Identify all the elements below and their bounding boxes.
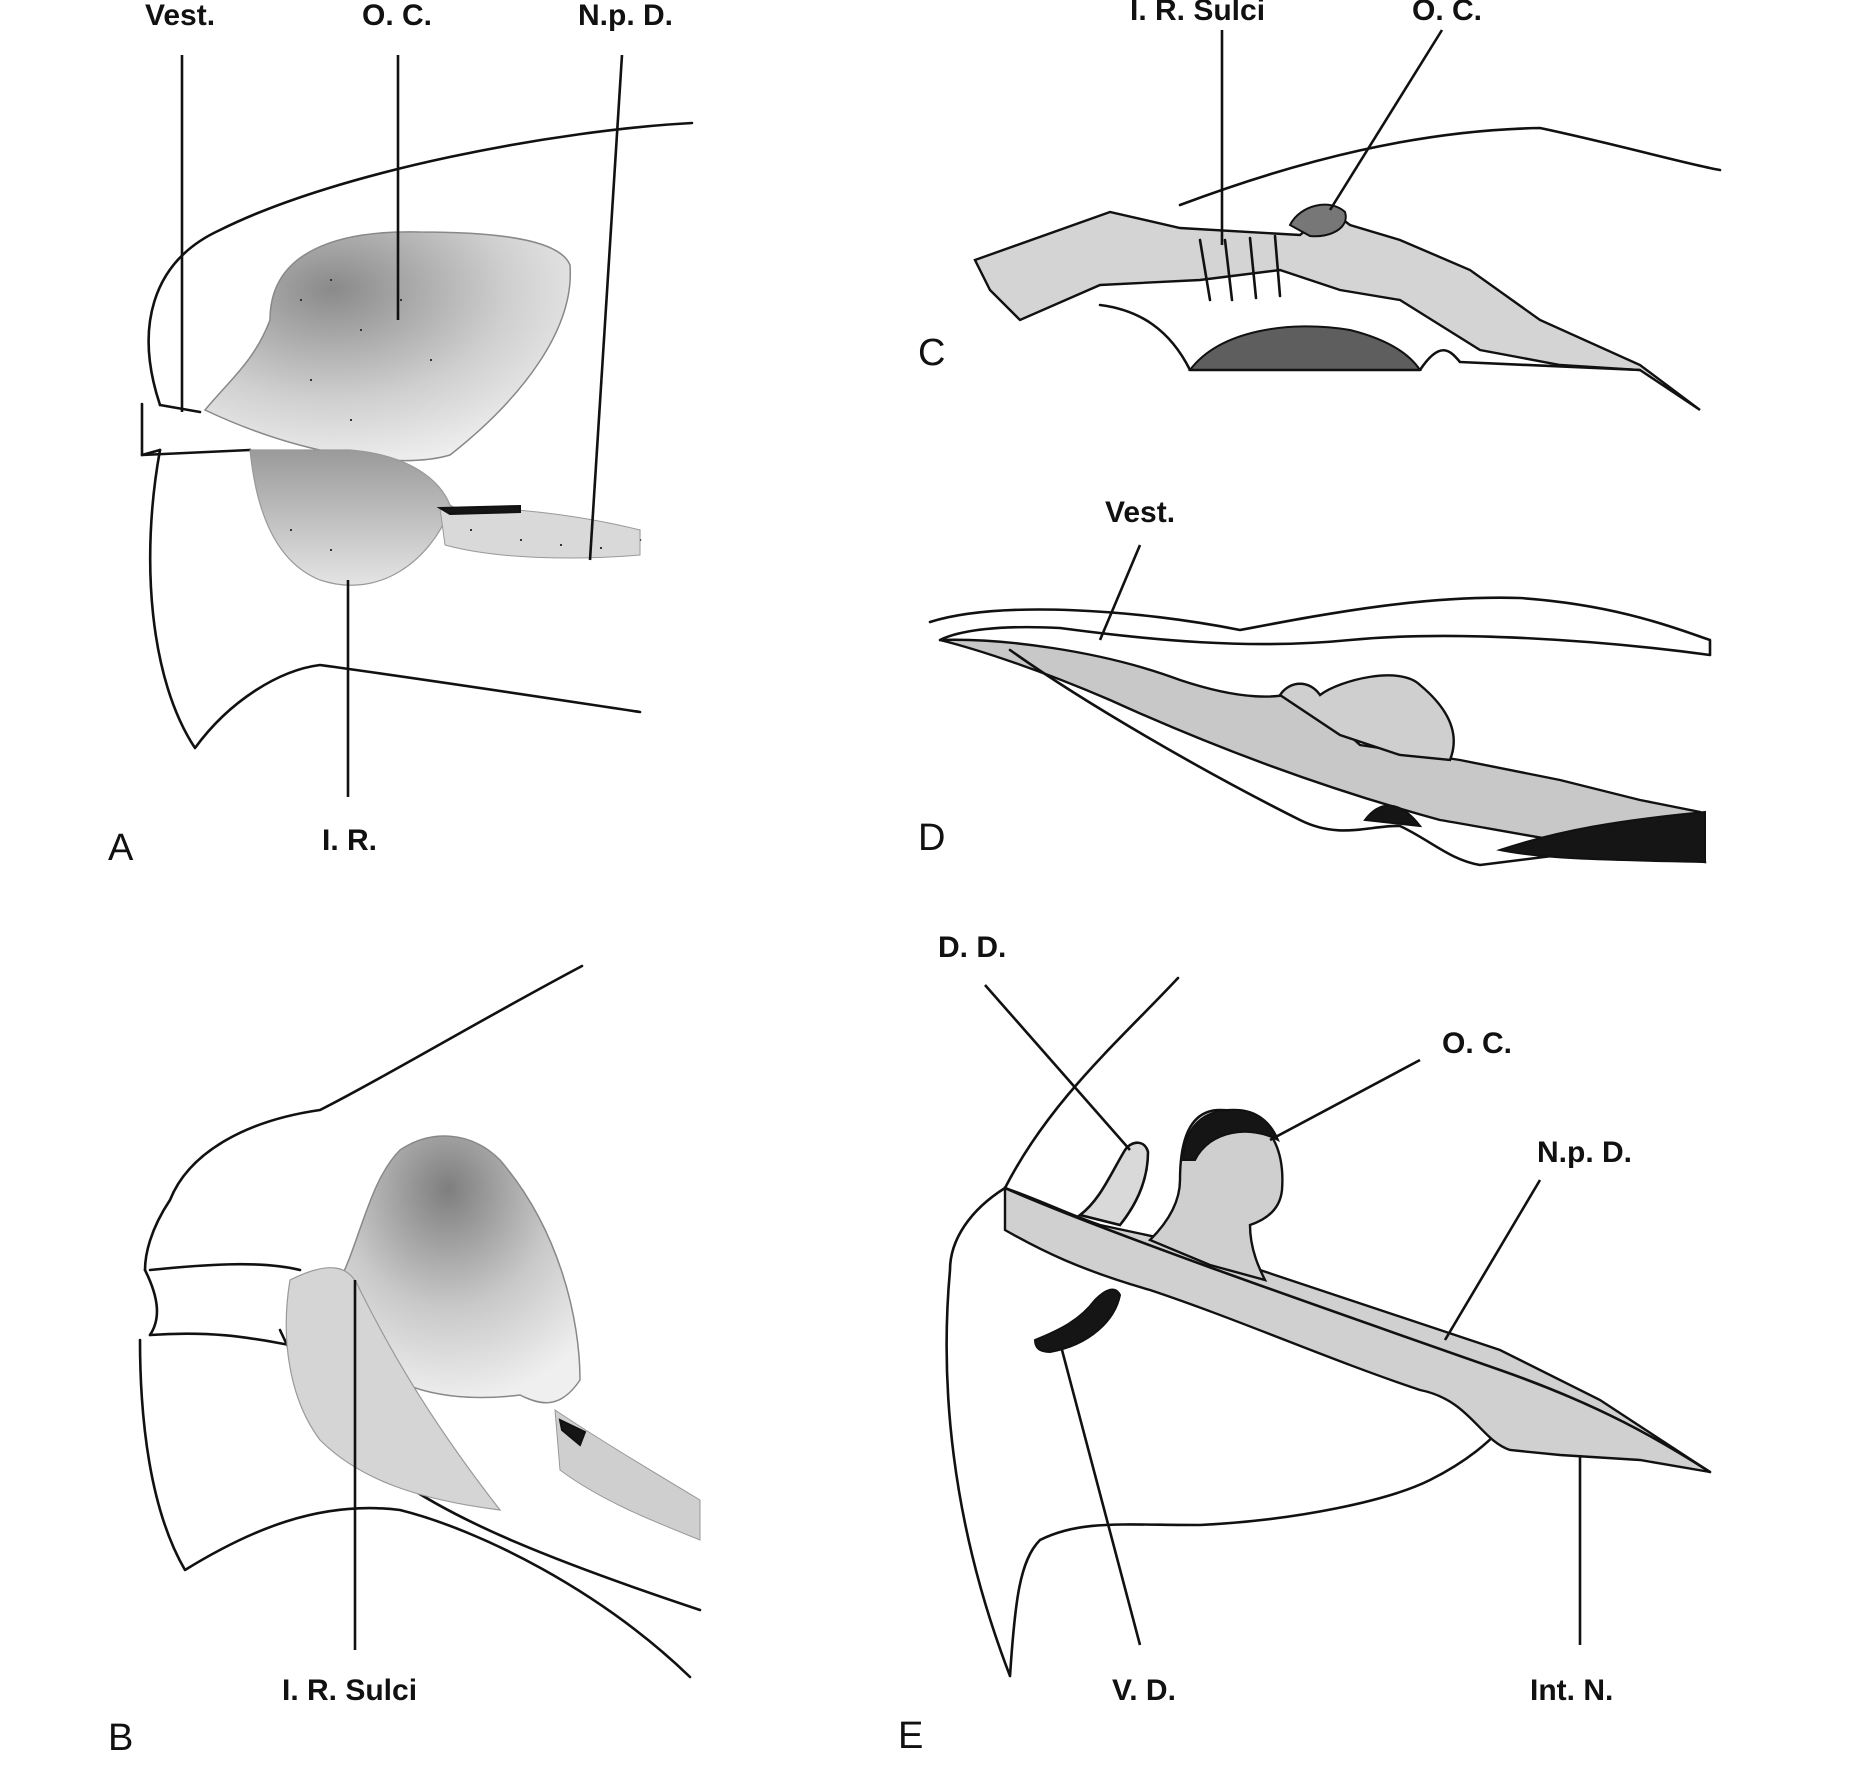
panel-c-label-ir-sulci: I. R. Sulci xyxy=(1130,0,1265,27)
panel-b-inner-ring xyxy=(285,1267,502,1511)
panel-e-label-intn: Int. N. xyxy=(1530,1674,1613,1707)
panel-b: I. R. Sulci B xyxy=(108,964,702,1759)
panel-a-otic-capsule xyxy=(203,231,571,462)
panel-a-letter: A xyxy=(108,827,134,869)
panel-c-lower-outline xyxy=(1098,303,1642,372)
panel-d-lower-outline xyxy=(1008,648,1602,867)
panel-b-outer-outline xyxy=(143,964,584,1272)
panel-a-outer-outline xyxy=(147,121,694,407)
panel-c-letter: C xyxy=(918,332,945,374)
panel-e-leader-npd xyxy=(1443,1179,1542,1341)
panel-a-label-npd: N.p. D. xyxy=(578,0,673,32)
panel-d-label-vest: Vest. xyxy=(1105,496,1175,529)
panel-a-leader-npd xyxy=(588,54,624,561)
panel-a-jaw-outline xyxy=(148,448,642,750)
panel-b-jaw xyxy=(138,1338,692,1679)
panel-d-letter: D xyxy=(918,817,945,859)
panel-b-dark-mark xyxy=(558,1418,587,1447)
panel-e-label-dd: D. D. xyxy=(938,931,1006,964)
panel-c-upper-outline xyxy=(1178,126,1722,207)
panel-d-dark-mark-right xyxy=(1496,810,1706,864)
panel-c-label-oc: O. C. xyxy=(1412,0,1482,27)
panel-c-sulci xyxy=(1198,234,1282,302)
panel-d: Vest. D xyxy=(918,496,1712,867)
panel-a-label-oc: O. C. xyxy=(362,0,432,32)
panel-e-leader-vd xyxy=(1060,1349,1142,1646)
panel-b-label-ir-sulci: I. R. Sulci xyxy=(282,1674,417,1707)
panel-c-body xyxy=(973,208,1701,411)
panel-a-left-stem xyxy=(140,403,202,457)
panel-e-jaw-outline xyxy=(945,1186,1502,1678)
panel-c-leader-oc xyxy=(1328,29,1444,211)
panel-a-dark-mark xyxy=(436,504,521,516)
panel-a-duct xyxy=(439,506,641,559)
panel-a: Vest. O. C. N.p. D. I. R. A xyxy=(108,0,694,869)
panel-e-label-npd: N.p. D. xyxy=(1537,1136,1632,1169)
panel-e-label-oc: O. C. xyxy=(1442,1027,1512,1060)
panel-a-label-ir: I. R. xyxy=(322,824,377,857)
panel-d-leader-vest xyxy=(1098,544,1142,641)
panel-e-leader-oc xyxy=(1269,1058,1421,1142)
panel-a-stipple xyxy=(290,279,602,551)
panel-c-dark-lens xyxy=(1187,325,1422,371)
panel-e-oc-dark-cap xyxy=(1181,1108,1280,1161)
panel-e-leader-dd xyxy=(984,984,1131,1151)
panel-b-duct xyxy=(554,1409,701,1541)
panel-b-neck xyxy=(143,1268,159,1337)
panel-d-upper-outline xyxy=(928,596,1712,657)
panel-e-label-vd: V. D. xyxy=(1112,1674,1176,1707)
panel-a-label-vest: Vest. xyxy=(145,0,215,32)
panel-e-dorsal-duct xyxy=(1077,1141,1150,1227)
panel-e: D. D. O. C. N.p. D. V. D. Int. N. E xyxy=(898,931,1712,1757)
panel-b-letter: B xyxy=(108,1717,133,1759)
panel-e-letter: E xyxy=(898,1715,923,1757)
panel-e-ventral-duct xyxy=(1033,1288,1122,1354)
panel-e-nerve-band xyxy=(1003,1186,1711,1474)
panel-b-band xyxy=(148,1262,302,1347)
panel-c: I. R. Sulci O. C. C xyxy=(918,0,1722,411)
panel-d-dark-mark-left xyxy=(1363,804,1423,828)
panel-c-otic-capsule xyxy=(1288,203,1347,238)
panel-e-dorsal-line xyxy=(1003,1186,1712,1474)
panel-d-otic-bulge xyxy=(1278,674,1455,762)
panel-e-upper-outline xyxy=(1003,976,1180,1190)
